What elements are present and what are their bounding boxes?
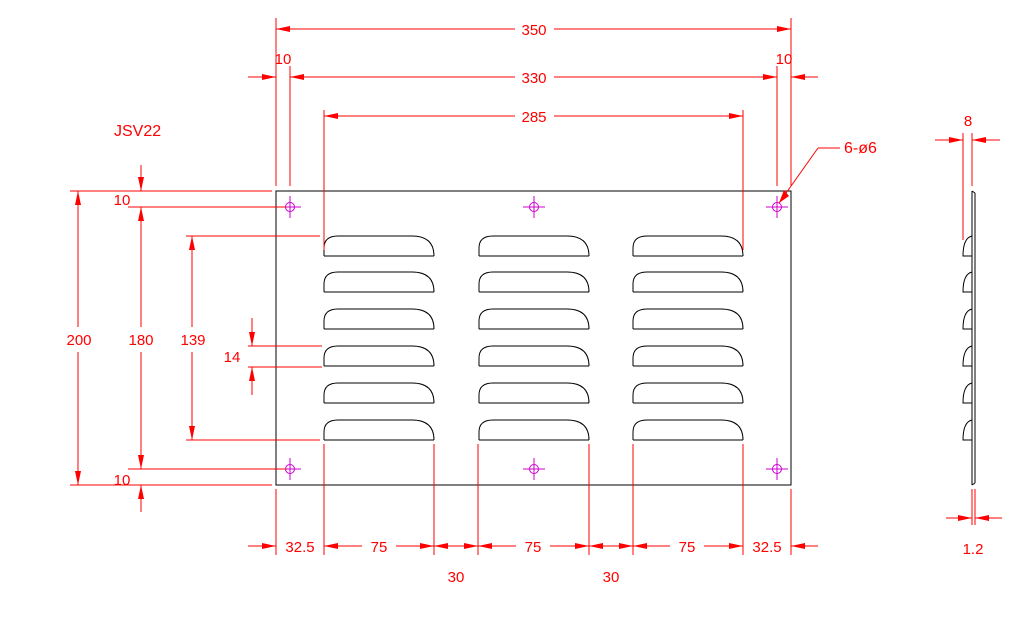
louver-slot	[478, 345, 590, 367]
dim-overall-height-label: 200	[66, 332, 91, 349]
dim-edge-right-label: 10	[776, 51, 793, 68]
plate-outline	[275, 190, 792, 486]
dim-slot-pitch: 14	[224, 318, 322, 395]
side-view	[962, 190, 976, 486]
louver-slot	[632, 419, 744, 441]
dim-slot-pitch-label: 14	[224, 349, 241, 366]
dim-overall-width-label: 350	[521, 22, 546, 39]
dim-overall-height: 200	[66, 190, 272, 486]
dim-side-depth: 8	[935, 113, 1000, 240]
dim-edge-top-label: 10	[114, 192, 131, 209]
side-louver	[962, 235, 973, 257]
dim-edge-bottom-label: 10	[114, 472, 131, 489]
hole-callout-label: 6-ø6	[844, 140, 877, 157]
louver-slot	[478, 308, 590, 330]
louver-slot	[323, 271, 435, 293]
side-louver	[962, 345, 973, 367]
side-louver	[962, 271, 973, 293]
dim-thickness-label: 1.2	[963, 541, 984, 558]
dim-hole-span: 330 10 10	[248, 51, 818, 186]
louver-slot	[632, 235, 744, 257]
louver-slot	[478, 382, 590, 404]
dim-margin-right-label: 32.5	[752, 539, 781, 556]
louver-slot	[323, 308, 435, 330]
louver-slots	[323, 235, 744, 441]
dim-gap-2-label: 30	[603, 569, 620, 586]
side-louvers	[962, 235, 973, 441]
mounting-hole	[523, 196, 545, 218]
dim-overall-width: 350	[275, 18, 792, 186]
dim-thickness: 1.2	[946, 489, 1002, 558]
mounting-hole	[766, 196, 788, 218]
dim-edge-left-label: 10	[275, 51, 292, 68]
dim-hole-height-label: 180	[128, 332, 153, 349]
louver-slot	[323, 235, 435, 257]
dim-slot-span: 285	[323, 109, 744, 250]
mounting-holes	[279, 196, 788, 480]
louver-slot	[632, 271, 744, 293]
louver-slot	[632, 382, 744, 404]
dim-slot-height: 139	[180, 235, 320, 441]
louver-slot	[478, 235, 590, 257]
dim-slot-width-1-label: 75	[371, 539, 388, 556]
dim-side-depth-label: 8	[964, 113, 972, 130]
side-louver	[962, 419, 973, 441]
mounting-hole	[766, 458, 788, 480]
louver-slot	[323, 345, 435, 367]
louver-slot	[632, 345, 744, 367]
louver-slot	[632, 308, 744, 330]
side-louver	[962, 308, 973, 330]
mounting-hole	[523, 458, 545, 480]
hole-callout: 6-ø6	[778, 140, 877, 204]
louver-slot	[478, 419, 590, 441]
dim-hole-height: 180 10 10	[114, 165, 286, 512]
dim-margin-left-label: 32.5	[285, 539, 314, 556]
dim-slot-width-3-label: 75	[679, 539, 696, 556]
dim-slot-width-2-label: 75	[525, 539, 542, 556]
dim-gap-1-label: 30	[448, 569, 465, 586]
louver-slot	[323, 419, 435, 441]
dim-bottom-chain: 32.5 75 75 75 32.5 30 30	[248, 444, 818, 586]
side-louver	[962, 382, 973, 404]
louver-slot	[478, 271, 590, 293]
dim-slot-span-label: 285	[521, 109, 546, 126]
dim-slot-height-label: 139	[180, 332, 205, 349]
dim-hole-span-label: 330	[521, 70, 546, 87]
part-label: JSV22	[114, 123, 161, 140]
louver-slot	[323, 382, 435, 404]
